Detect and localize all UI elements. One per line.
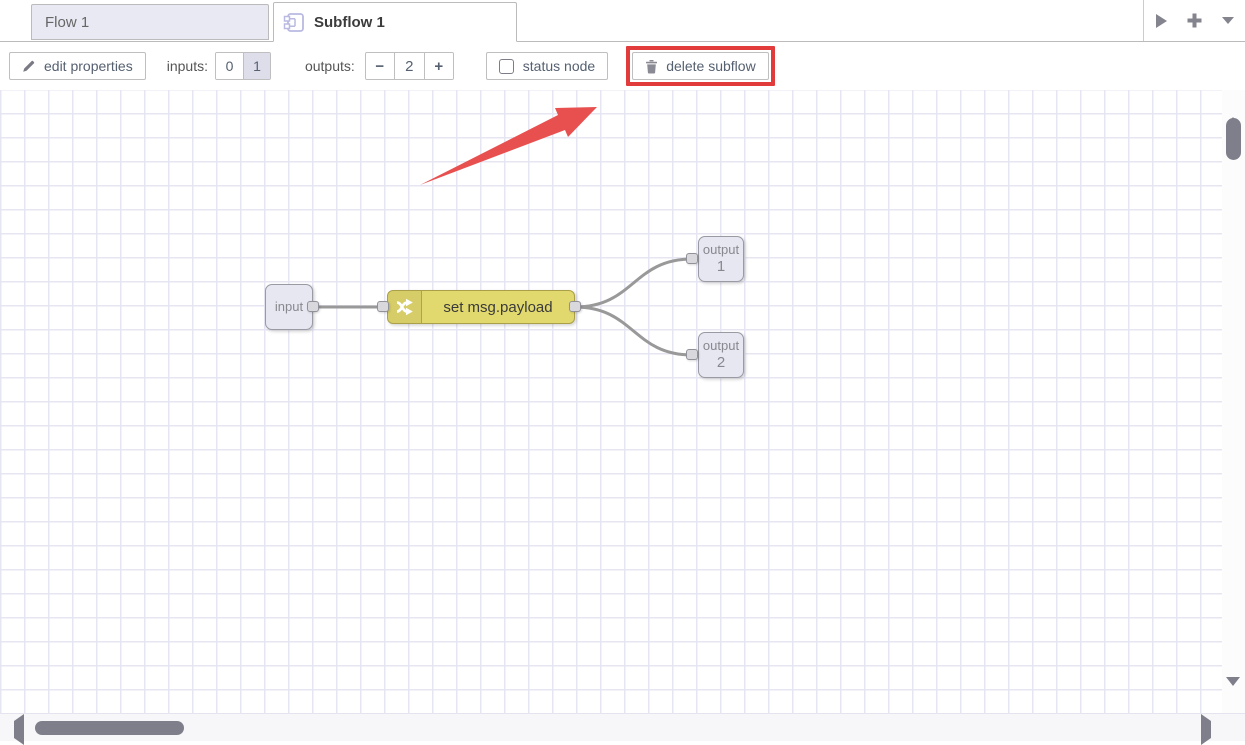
annotation-arrow — [420, 107, 597, 185]
tabbar-divider — [1143, 0, 1144, 41]
wire-change-to-output1[interactable] — [573, 257, 694, 309]
subflow-input-node-label: input — [274, 298, 304, 314]
tab-flow-1-label: Flow 1 — [45, 13, 90, 31]
change-node-iconbox — [388, 291, 422, 323]
outputs-label: outputs: — [304, 58, 355, 74]
tab-subflow-1[interactable]: Subflow 1 — [273, 2, 517, 42]
change-node-output-port[interactable] — [569, 301, 581, 312]
shuffle-icon — [396, 298, 413, 316]
output-1-input-port[interactable] — [686, 253, 698, 264]
chevron-down-icon — [1222, 17, 1235, 24]
inputs-option-1-label: 1 — [253, 58, 261, 74]
delete-subflow-button[interactable]: delete subflow — [632, 52, 769, 80]
flow-canvas[interactable]: input set msg.payload output 1 output 2 — [0, 90, 1222, 713]
minus-icon: − — [375, 57, 385, 75]
output-2-input-port[interactable] — [686, 349, 698, 360]
subflow-output-1-number: 1 — [716, 257, 726, 275]
annotation-highlight-box: delete subflow — [626, 46, 775, 86]
tab-subflow-1-label: Subflow 1 — [314, 13, 385, 31]
scroll-down-arrow-icon[interactable] — [1226, 677, 1240, 704]
status-node-checkbox[interactable] — [498, 58, 514, 74]
outputs-count-value[interactable]: 2 — [393, 53, 425, 79]
inputs-option-0[interactable]: 0 — [215, 53, 243, 79]
edit-properties-label: edit properties — [44, 58, 133, 74]
inputs-toggle-group: 0 1 — [214, 52, 271, 80]
status-node-button[interactable]: status node — [485, 52, 609, 80]
inputs-option-0-label: 0 — [225, 58, 234, 74]
horizontal-scrollbar-thumb[interactable] — [35, 721, 184, 735]
subflow-icon — [283, 11, 306, 34]
plus-icon: + — [434, 57, 444, 75]
outputs-increase-button[interactable]: + — [424, 53, 453, 79]
subflow-output-2-label: output — [702, 337, 740, 353]
delete-subflow-label: delete subflow — [666, 58, 756, 74]
tabbar-actions — [1145, 0, 1245, 41]
scroll-up-arrow-icon[interactable] — [1226, 100, 1240, 126]
outputs-decrease-button[interactable]: − — [365, 53, 394, 79]
status-node-label: status node — [522, 58, 596, 74]
subflow-input-node[interactable]: input — [265, 284, 313, 330]
subflow-output-1-node[interactable]: output 1 — [698, 236, 744, 282]
pencil-icon — [22, 59, 36, 73]
vertical-scrollbar[interactable] — [1222, 90, 1245, 713]
tab-list-menu-button[interactable] — [1215, 8, 1241, 34]
inputs-label: inputs: — [166, 58, 208, 74]
inputs-option-1[interactable]: 1 — [242, 53, 270, 79]
scroll-left-arrow-icon[interactable] — [14, 714, 24, 745]
play-right-icon — [1156, 13, 1168, 28]
workspace-tab-bar: Flow 1 Subflow 1 — [0, 0, 1245, 42]
scroll-tabs-right-button[interactable] — [1149, 8, 1175, 34]
plus-icon — [1187, 13, 1202, 28]
horizontal-scrollbar[interactable] — [0, 713, 1245, 745]
input-node-output-port[interactable] — [307, 301, 319, 312]
outputs-stepper: − 2 + — [364, 52, 454, 80]
edit-properties-button[interactable]: edit properties — [9, 52, 146, 80]
vertical-scrollbar-thumb[interactable] — [1226, 118, 1241, 160]
change-node-input-port[interactable] — [377, 301, 389, 312]
tab-flow-1[interactable]: Flow 1 — [31, 4, 269, 40]
subflow-output-2-node[interactable]: output 2 — [698, 332, 744, 378]
subflow-output-1-label: output — [702, 241, 740, 257]
change-node-label: set msg.payload — [443, 298, 553, 316]
trash-icon — [645, 59, 658, 74]
change-node[interactable]: set msg.payload — [387, 290, 575, 324]
subflow-output-2-number: 2 — [716, 353, 726, 371]
scroll-right-arrow-icon[interactable] — [1201, 714, 1211, 745]
add-flow-button[interactable] — [1182, 8, 1208, 34]
subflow-toolbar: edit properties inputs: 0 1 outputs: − 2… — [0, 42, 1245, 90]
wire-change-to-output2[interactable] — [573, 305, 694, 357]
wires-layer — [311, 107, 694, 357]
